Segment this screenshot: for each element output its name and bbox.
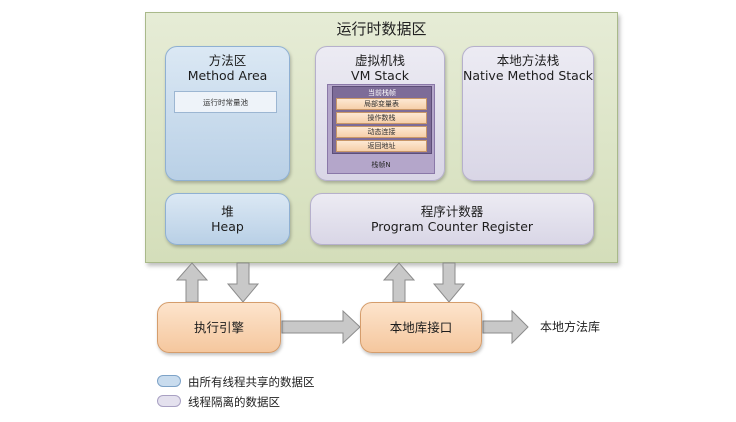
frame-item-dynamic-linking: 动态连接 — [336, 126, 427, 138]
legend-swatch-shared — [157, 375, 181, 387]
arrow-up-engine-to-heap — [175, 262, 209, 303]
execution-engine-box: 执行引擎 — [157, 302, 281, 353]
arrow-right-engine-to-interface — [281, 309, 361, 345]
method-area-box: 方法区 Method Area — [165, 46, 290, 181]
native-method-stack-title-en: Native Method Stack — [463, 68, 593, 83]
arrow-down-heap-to-engine — [226, 262, 260, 303]
legend-swatch-thread-private — [157, 395, 181, 407]
runtime-data-area-title: 运行时数据区 — [336, 20, 427, 38]
native-method-stack-title-cn: 本地方法栈 — [496, 53, 560, 68]
arrow-up-interface-to-register — [382, 262, 416, 303]
current-stack-frame-label: 当前栈帧 — [368, 89, 396, 97]
heap-box: 堆 Heap — [165, 193, 290, 245]
pc-register-title-en: Program Counter Register — [370, 219, 534, 234]
vm-stack-title-en: VM Stack — [351, 68, 409, 83]
pc-register-box: 程序计数器 Program Counter Register — [310, 193, 594, 245]
method-area-title-en: Method Area — [187, 68, 268, 83]
method-area-title-cn: 方法区 — [208, 53, 247, 68]
frame-item-local-variables: 局部变量表 — [336, 98, 427, 110]
runtime-constant-pool: 运行时常量池 — [174, 91, 277, 113]
frame-item-return-address: 返回地址 — [336, 140, 427, 152]
heap-title-cn: 堆 — [221, 204, 234, 219]
legend-label-shared: 由所有线程共享的数据区 — [188, 375, 315, 389]
arrow-right-interface-to-library — [482, 309, 529, 345]
frame-item-operand-stack: 操作数栈 — [336, 112, 427, 124]
arrow-down-register-to-interface — [432, 262, 466, 303]
native-interface-label: 本地库接口 — [389, 320, 453, 335]
legend-label-thread-private: 线程隔离的数据区 — [188, 395, 280, 409]
native-method-stack-box: 本地方法栈 Native Method Stack — [462, 46, 594, 181]
native-interface-box: 本地库接口 — [360, 302, 482, 353]
pc-register-title-cn: 程序计数器 — [420, 204, 484, 219]
heap-title-en: Heap — [211, 219, 244, 234]
native-library-label: 本地方法库 — [540, 320, 601, 334]
execution-engine-label: 执行引擎 — [193, 320, 244, 335]
vm-stack-title-cn: 虚拟机栈 — [354, 53, 405, 68]
stack-frame-n: 栈帧N — [371, 161, 391, 169]
